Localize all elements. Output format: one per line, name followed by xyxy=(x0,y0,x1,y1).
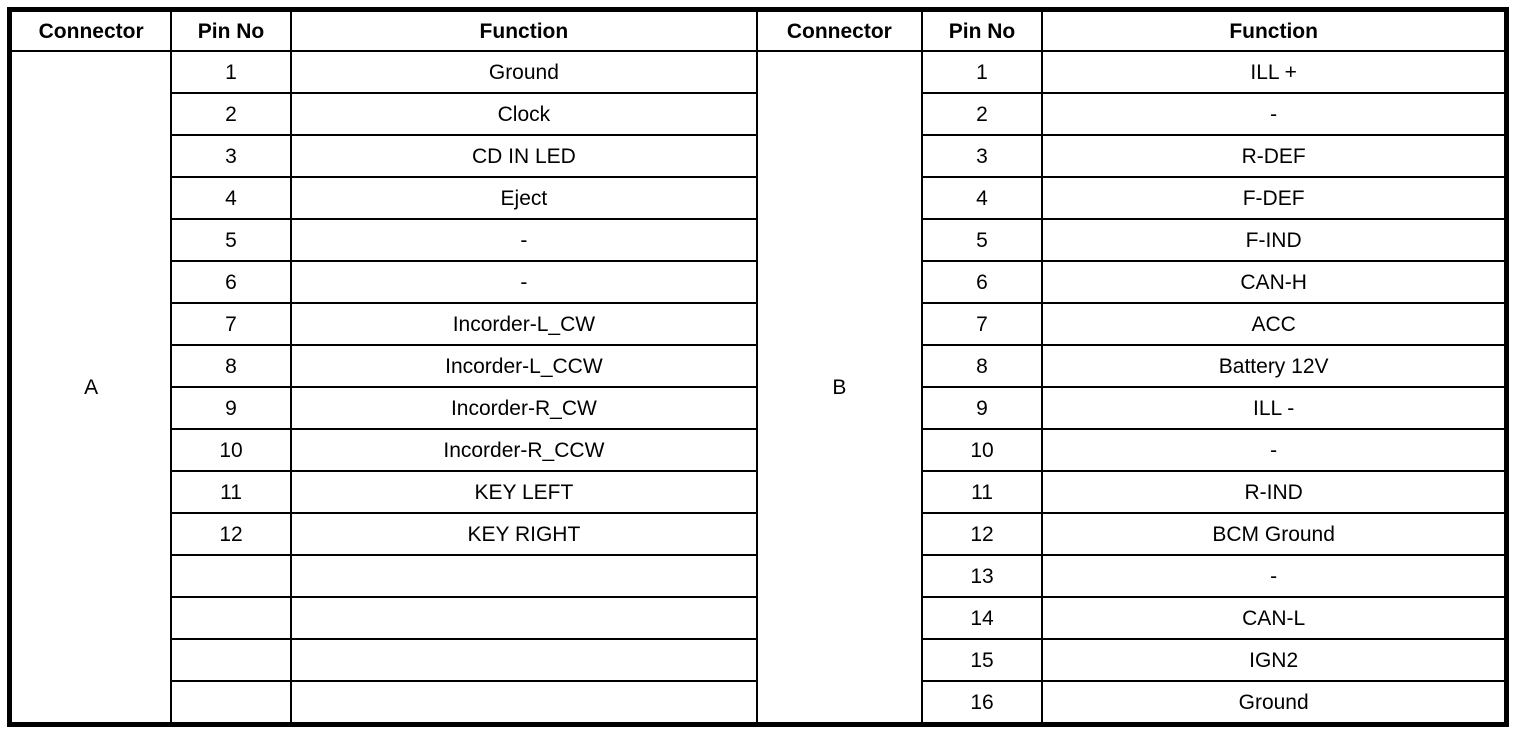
pin-no-cell: 5 xyxy=(920,218,1044,262)
header-function-right: Function xyxy=(1041,8,1508,52)
function-cell: KEY LEFT xyxy=(289,470,758,514)
function-cell: R-DEF xyxy=(1041,134,1508,178)
header-connector-right: Connector xyxy=(755,8,923,52)
function-cell: KEY RIGHT xyxy=(289,512,758,556)
function-cell: Ground xyxy=(1041,680,1508,726)
pin-no-cell: 3 xyxy=(920,134,1044,178)
pin-no-cell xyxy=(170,680,292,726)
pin-no-cell: 12 xyxy=(170,512,292,556)
function-cell: - xyxy=(289,260,758,304)
function-cell: F-IND xyxy=(1041,218,1508,262)
function-cell: Ground xyxy=(289,50,758,94)
pin-no-cell: 7 xyxy=(920,302,1044,346)
pin-no-cell: 1 xyxy=(170,50,292,94)
connector-pin-assignment-table: Connector Pin No Function Connector Pin … xyxy=(7,7,1509,727)
function-cell: Incorder-R_CW xyxy=(289,386,758,430)
pin-no-cell: 11 xyxy=(920,470,1044,514)
pin-no-cell: 14 xyxy=(920,596,1044,640)
function-cell: - xyxy=(1041,554,1508,598)
function-cell xyxy=(289,596,758,640)
pin-no-cell: 4 xyxy=(920,176,1044,220)
pin-no-cell xyxy=(170,554,292,598)
pin-no-cell: 8 xyxy=(170,344,292,388)
header-row: Connector Pin No Function Connector Pin … xyxy=(8,8,1508,52)
pin-no-cell: 12 xyxy=(920,512,1044,556)
function-cell: F-DEF xyxy=(1041,176,1508,220)
pin-no-cell: 10 xyxy=(920,428,1044,472)
pin-no-cell: 10 xyxy=(170,428,292,472)
pin-no-cell: 2 xyxy=(170,92,292,136)
connector-cell-a: A xyxy=(8,50,173,726)
pin-no-cell: 8 xyxy=(920,344,1044,388)
pin-no-cell: 2 xyxy=(920,92,1044,136)
header-pin-no-left: Pin No xyxy=(170,8,292,52)
pin-no-cell: 15 xyxy=(920,638,1044,682)
function-cell: - xyxy=(1041,428,1508,472)
function-cell xyxy=(289,554,758,598)
function-cell: IGN2 xyxy=(1041,638,1508,682)
function-cell: CAN-H xyxy=(1041,260,1508,304)
table-row: 13- xyxy=(10,554,1508,598)
pin-no-cell: 3 xyxy=(170,134,292,178)
pin-no-cell xyxy=(170,596,292,640)
pin-no-cell: 5 xyxy=(170,218,292,262)
function-cell: Incorder-L_CW xyxy=(289,302,758,346)
function-cell xyxy=(289,680,758,726)
function-cell: CD IN LED xyxy=(289,134,758,178)
function-cell: BCM Ground xyxy=(1041,512,1508,556)
pin-no-cell: 11 xyxy=(170,470,292,514)
pin-no-cell xyxy=(170,638,292,682)
function-cell: Incorder-R_CCW xyxy=(289,428,758,472)
function-cell: - xyxy=(289,218,758,262)
header-pin-no-right: Pin No xyxy=(920,8,1044,52)
function-cell: Incorder-L_CCW xyxy=(289,344,758,388)
function-cell xyxy=(289,638,758,682)
pin-no-cell: 7 xyxy=(170,302,292,346)
function-cell: CAN-L xyxy=(1041,596,1508,640)
function-cell: ACC xyxy=(1041,302,1508,346)
function-cell: ILL - xyxy=(1041,386,1508,430)
function-cell: Battery 12V xyxy=(1041,344,1508,388)
pin-no-cell: 13 xyxy=(920,554,1044,598)
header-function-left: Function xyxy=(289,8,758,52)
header-connector-left: Connector xyxy=(8,8,173,52)
pin-no-cell: 9 xyxy=(170,386,292,430)
pin-no-cell: 6 xyxy=(920,260,1044,304)
pin-no-cell: 4 xyxy=(170,176,292,220)
function-cell: ILL + xyxy=(1041,50,1508,94)
function-cell: R-IND xyxy=(1041,470,1508,514)
function-cell: - xyxy=(1041,92,1508,136)
pin-no-cell: 1 xyxy=(920,50,1044,94)
pin-no-cell: 6 xyxy=(170,260,292,304)
function-cell: Eject xyxy=(289,176,758,220)
function-cell: Clock xyxy=(289,92,758,136)
connector-cell-b: B xyxy=(755,50,923,726)
pin-no-cell: 16 xyxy=(920,680,1044,726)
pin-no-cell: 9 xyxy=(920,386,1044,430)
